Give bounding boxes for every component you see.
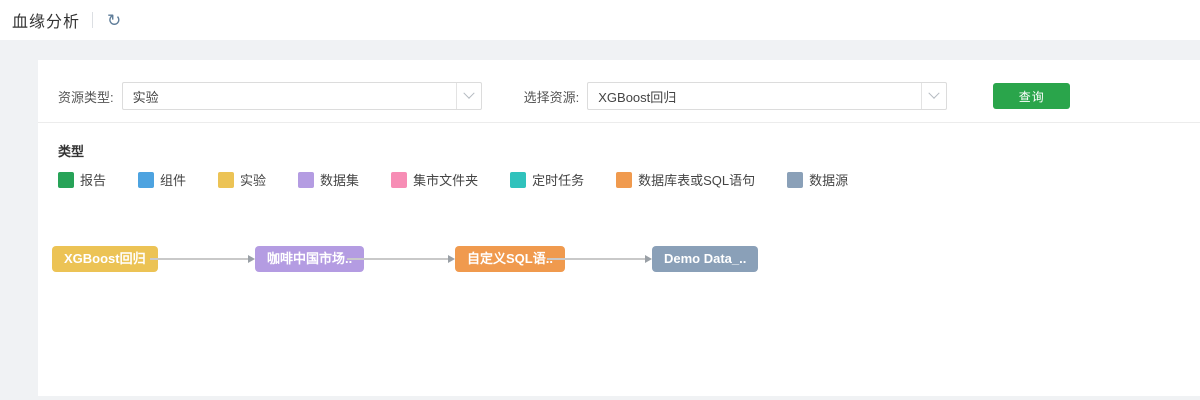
scheduled-task-color-swatch xyxy=(510,171,527,188)
resource-type-select[interactable]: 实验 xyxy=(121,82,482,110)
mart-folder-color-swatch xyxy=(391,171,408,188)
flow-arrow xyxy=(347,255,455,263)
page-title: 血缘分析 xyxy=(12,14,81,31)
query-button[interactable]: 查询 xyxy=(993,83,1071,109)
flow-node-datasource[interactable]: Demo Data_.. xyxy=(652,246,759,272)
dataset-color-swatch xyxy=(298,171,315,188)
flow-arrow xyxy=(547,255,652,263)
flow-node-experiment[interactable]: XGBoost回归 xyxy=(52,246,158,272)
legend-item-component: 组件 xyxy=(138,170,186,189)
db-table-sql-color-swatch xyxy=(616,171,633,188)
filter-row: 资源类型: 实验 选择资源: XGBoost回归 查询 xyxy=(38,60,1200,123)
title-separator xyxy=(92,12,94,28)
experiment-color-swatch xyxy=(218,171,235,188)
chevron-down-icon[interactable] xyxy=(921,83,946,109)
legend-item-db-table-sql: 数据库表或SQL语句 xyxy=(616,170,755,189)
resource-type-label: 资源类型: xyxy=(58,89,114,105)
resource-select[interactable]: XGBoost回归 xyxy=(587,82,948,110)
legend-item-mart-folder: 集市文件夹 xyxy=(391,170,478,189)
legend-item-dataset: 数据集 xyxy=(298,170,359,189)
legend-item-report: 报告 xyxy=(58,170,106,189)
chevron-down-icon[interactable] xyxy=(455,83,481,109)
refresh-icon[interactable]: ↻ xyxy=(107,10,122,30)
flow-arrow xyxy=(150,255,255,263)
resource-type-value: 实验 xyxy=(132,89,159,105)
legend-item-experiment: 实验 xyxy=(218,170,266,189)
legend-title: 类型 xyxy=(58,144,85,159)
legend-items: 报告 组件 实验 数据集 集市文件夹 定时任务 xyxy=(58,170,1180,189)
lineage-graph: XGBoost回归 咖啡中国市场.. 自定义SQL语.. Demo Data_.… xyxy=(38,189,1200,379)
resource-select-value: XGBoost回归 xyxy=(598,89,677,105)
flow-node-dataset[interactable]: 咖啡中国市场.. xyxy=(255,246,365,272)
content-panel: 资源类型: 实验 选择资源: XGBoost回归 查询 类型 报告 组件 实验 xyxy=(38,60,1200,396)
report-color-swatch xyxy=(58,171,74,188)
datasource-color-swatch xyxy=(787,171,804,188)
resource-select-label: 选择资源: xyxy=(523,89,580,105)
component-color-swatch xyxy=(138,171,155,188)
legend-item-scheduled-task: 定时任务 xyxy=(510,170,584,189)
header-bar: 血缘分析 ↻ xyxy=(0,0,1200,40)
legend-section: 类型 报告 组件 实验 数据集 集市文件夹 xyxy=(38,123,1200,189)
flow-node-sql[interactable]: 自定义SQL语.. xyxy=(455,246,565,272)
legend-item-datasource: 数据源 xyxy=(787,170,848,189)
